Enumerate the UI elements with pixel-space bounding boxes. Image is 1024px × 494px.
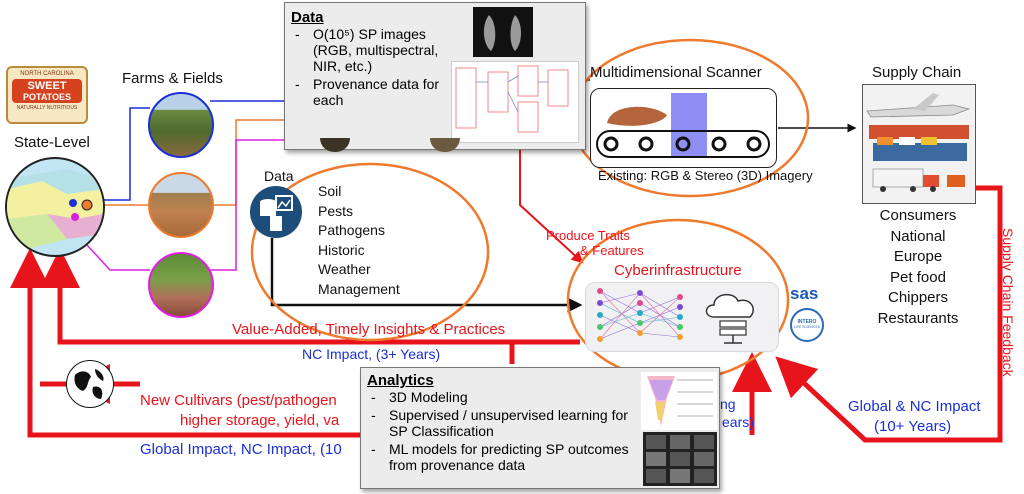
consumer-item: Consumers — [879, 207, 957, 224]
data-icon-label: Data — [264, 168, 294, 184]
data-to-cyber-arrow — [270, 238, 583, 313]
consumers-list: Consumers National Europe Pet food Chipp… — [862, 206, 974, 329]
ml-funnel-thumbnail — [641, 372, 717, 430]
data-sources-list: Soil Pests Pathogens Historic Weather Ma… — [318, 182, 400, 299]
analytics-bullet: ML models for predicting SP outcomes fro… — [367, 441, 629, 473]
data-callout-bullet: Provenance data for each — [291, 76, 451, 108]
consumer-item: Pet food — [890, 268, 946, 286]
data-source-item: Management — [318, 280, 400, 297]
supply-chain-label: Supply Chain — [872, 64, 962, 81]
cyberinfrastructure-panel — [585, 282, 779, 352]
state-level-label: State-Level — [14, 134, 90, 151]
farm-photo-3 — [148, 252, 214, 318]
sp-classification-thumbnail — [643, 432, 717, 486]
intero-logo-subtext: LIFE SCIENCES — [793, 325, 821, 329]
sas-logo: sas — [790, 284, 819, 303]
scanner-title: Multidimensional Scanner — [590, 64, 762, 81]
produce-traits-label-2: & Features — [580, 243, 644, 258]
analytics-callout-title: Analytics — [367, 372, 434, 389]
value-added-arrow — [40, 248, 580, 345]
new-cultivars-label-1: New Cultivars (pest/pathogen — [140, 392, 337, 409]
scanner-device — [590, 88, 777, 168]
data-source-item: Weather — [318, 261, 371, 277]
intero-logo: INTERO LIFE SCIENCES — [790, 308, 824, 342]
nc-impact-label: NC Impact, (3+ Years) — [302, 346, 441, 362]
data-callout-bullet: O(10⁵) SP images (RGB, multispectral, NI… — [291, 26, 451, 74]
farm-photo-hidden-1 — [320, 138, 350, 152]
data-callout-title: Data — [291, 9, 324, 26]
consumer-item: Chippers — [887, 289, 949, 306]
globe-icon — [66, 360, 114, 408]
sweet-potatoes-logo: NORTH CAROLINA SWEET POTATOES NATURALLY … — [6, 66, 88, 124]
provenance-schema-thumbnail — [451, 61, 579, 143]
hidden-right-label-1: ng — [720, 396, 736, 412]
data-icon — [250, 186, 302, 238]
global-nc-impact-label-2: (10+ Years) — [874, 418, 952, 435]
consumer-item: Europe — [893, 248, 943, 265]
new-cultivars-label-2: higher storage, yield, va — [180, 412, 340, 429]
data-source-item: Soil — [318, 183, 342, 199]
global-nc-impact-label-1: Global & NC Impact — [848, 398, 981, 415]
produce-traits-label-1: Produce Traits — [546, 228, 630, 243]
consumer-item: National — [890, 227, 946, 245]
supply-feedback-label: Supply Chain Feedback — [1000, 228, 1016, 377]
analytics-bullet: Supervised / unsupervised learning for S… — [367, 407, 629, 439]
logo-top-text: NORTH CAROLINA — [20, 71, 74, 77]
state-map-globe — [5, 157, 105, 257]
supply-chain-image — [862, 84, 976, 204]
consumer-item: Restaurants — [877, 309, 959, 327]
farm-photo-1 — [148, 92, 214, 158]
analytics-callout: Analytics 3D Modeling Supervised / unsup… — [360, 367, 720, 489]
sp-images-thumbnail — [473, 7, 533, 57]
logo-bottom-text: NATURALLY NUTRITIOUS — [16, 105, 78, 111]
value-added-label: Value-Added, Timely Insights & Practices — [232, 321, 506, 338]
global-impact-left-label: Global Impact, NC Impact, (10 — [140, 441, 342, 458]
cyberinfrastructure-label: Cyberinfrastructure — [614, 262, 742, 279]
data-source-item: Pathogens — [318, 222, 385, 238]
data-sources-ellipse — [250, 162, 490, 342]
logo-word-2: POTATOES — [22, 92, 71, 102]
supply-feedback-arrow — [775, 185, 1003, 443]
data-source-item: Pests — [318, 202, 354, 219]
farms-fields-label: Farms & Fields — [122, 70, 223, 87]
farm-photo-2 — [148, 172, 214, 238]
produce-traits-arrow — [519, 140, 584, 264]
farm-photo-hidden-2 — [430, 138, 460, 152]
analytics-bullet: 3D Modeling — [367, 389, 629, 405]
hidden-right-label-2: ears) — [722, 414, 754, 430]
intero-logo-text: INTERO — [797, 319, 817, 325]
data-callout: Data O(10⁵) SP images (RGB, multispectra… — [284, 2, 586, 150]
scanner-caption: Existing: RGB & Stereo (3D) Imagery — [598, 168, 813, 183]
data-source-item: Historic — [318, 241, 365, 258]
logo-word-1: SWEET — [27, 80, 67, 92]
